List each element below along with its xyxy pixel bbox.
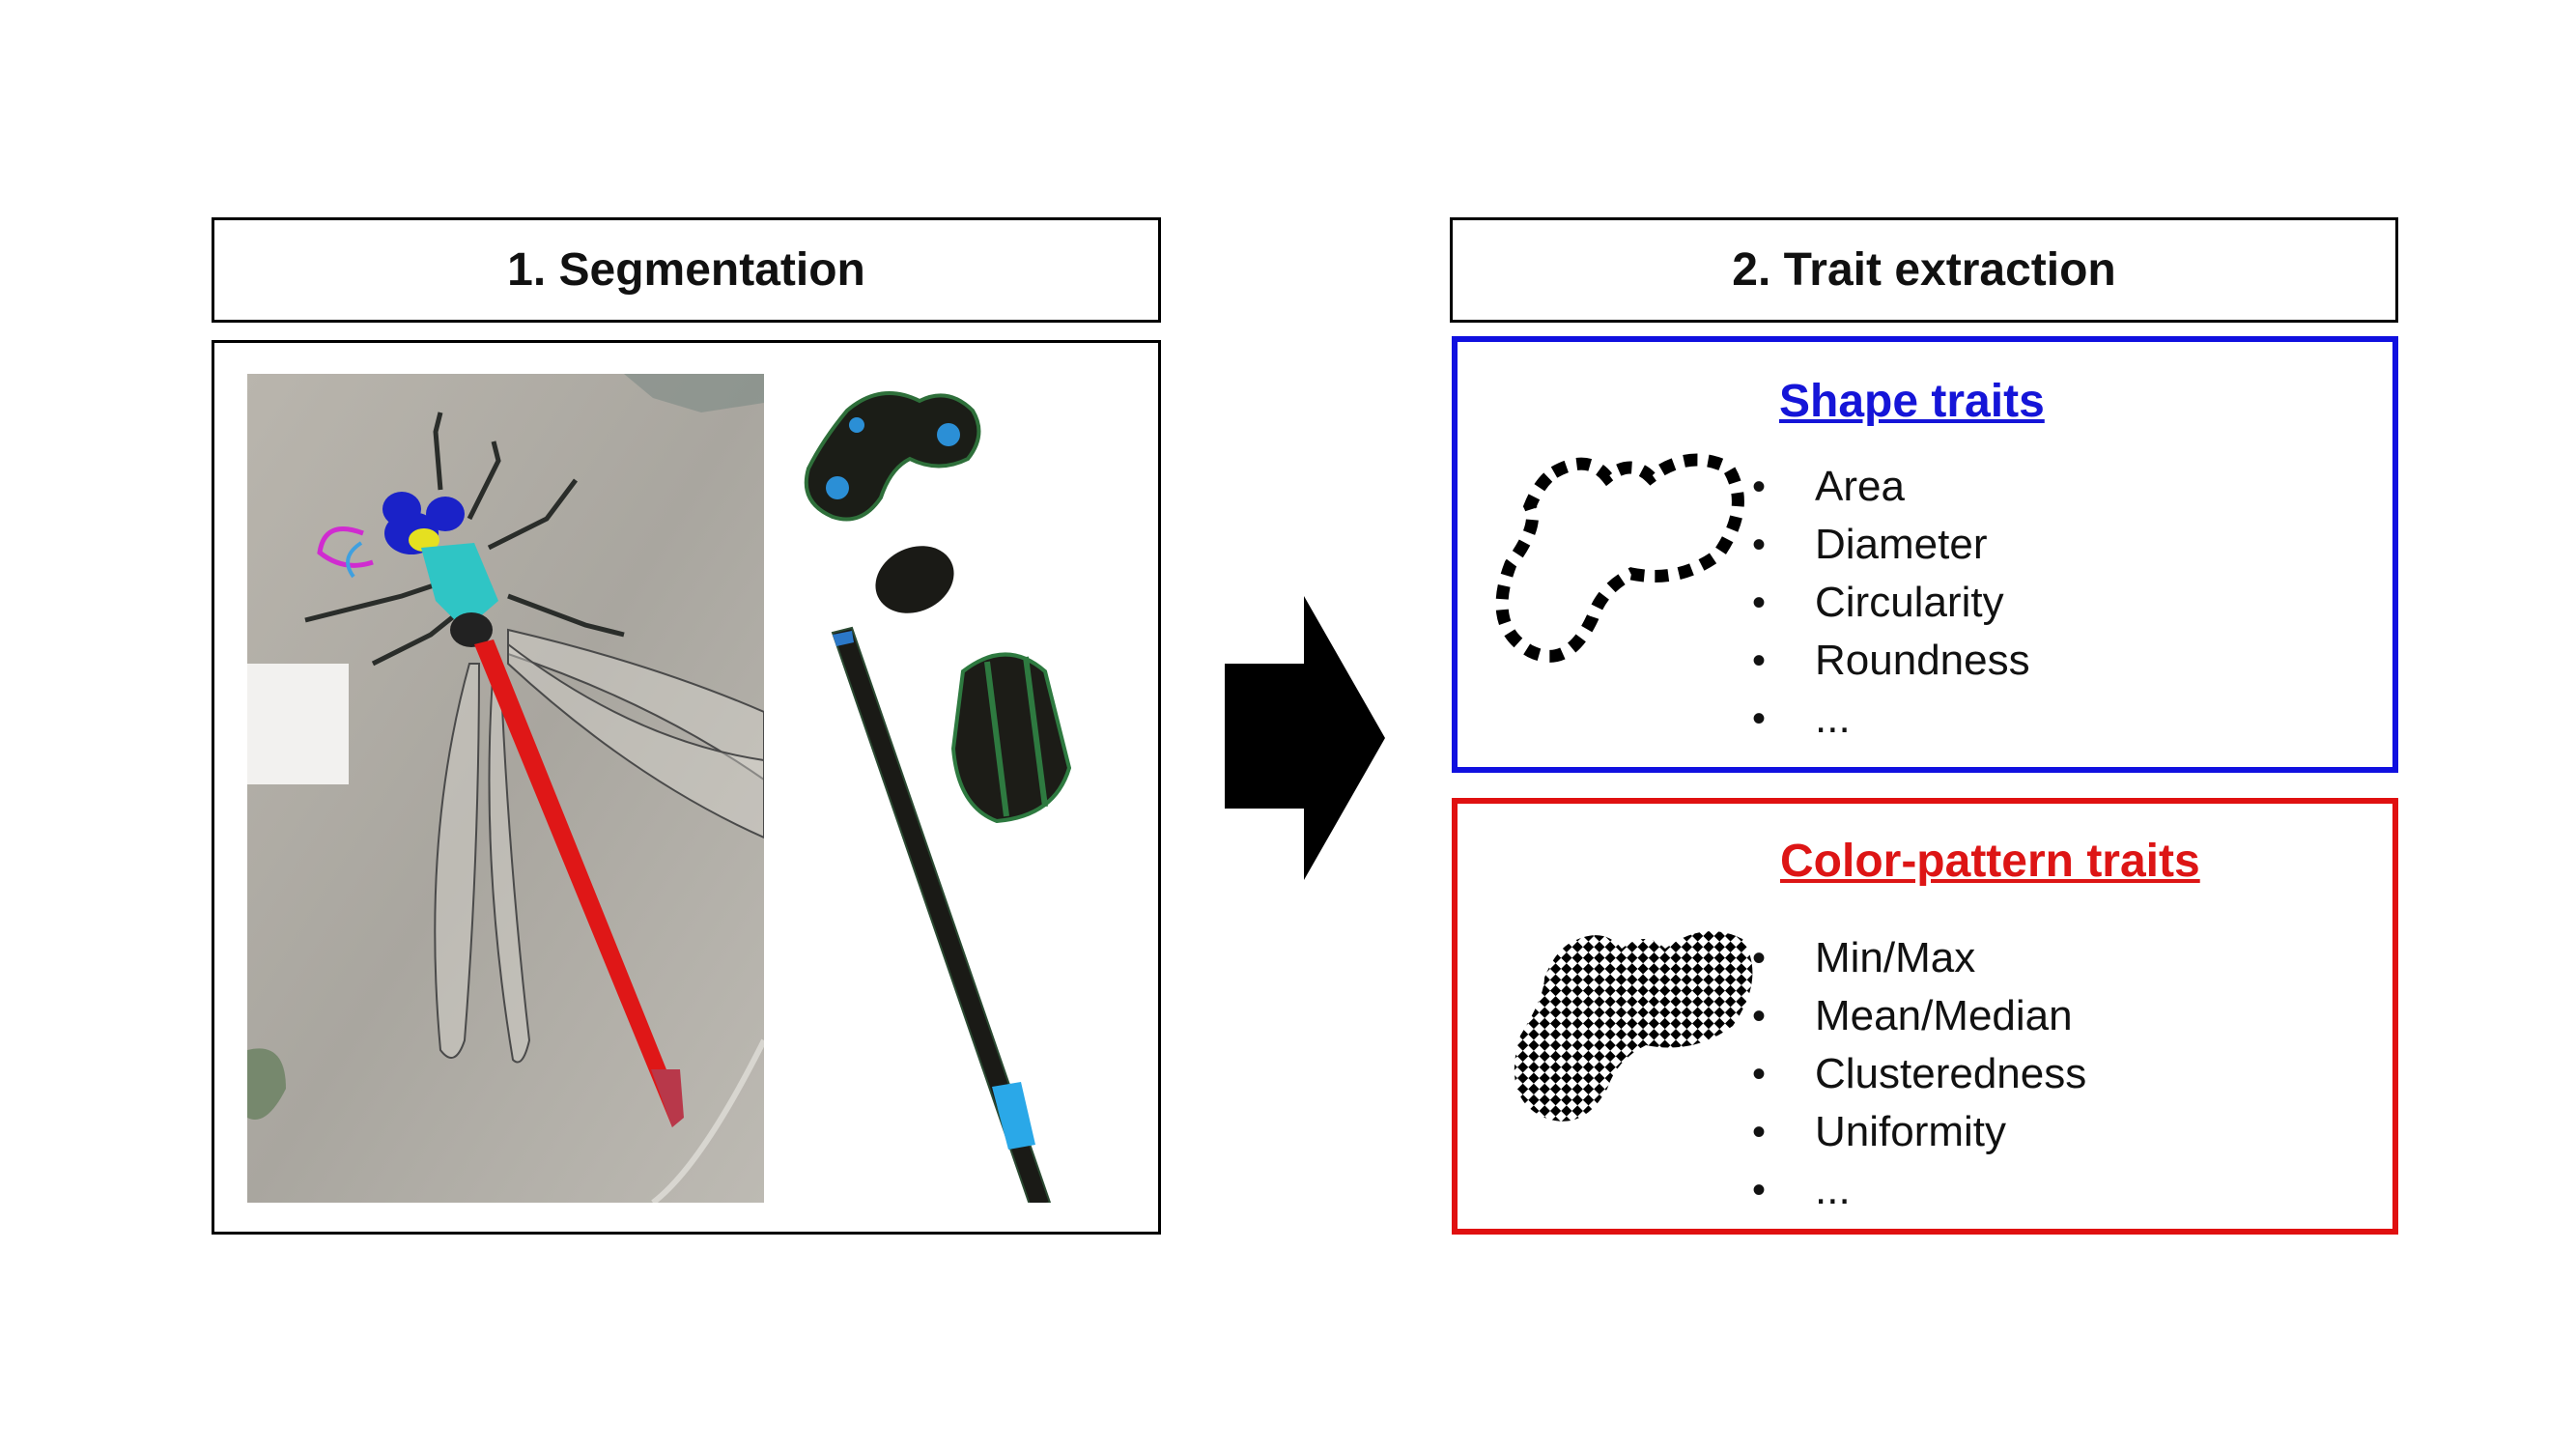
checkerboard-shape-icon bbox=[1514, 931, 1753, 1122]
color-pattern-traits-box: Color-pattern traits • Min/Max • Mean/Medi… bbox=[1452, 798, 2398, 1235]
shape-trait-label: ... bbox=[1815, 695, 1851, 742]
list-item: • Clusteredness bbox=[1752, 1045, 2087, 1103]
color-trait-label: Clusteredness bbox=[1815, 1050, 2087, 1097]
segmented-body-parts bbox=[804, 391, 1072, 1203]
shape-traits-title: Shape traits bbox=[1779, 376, 2045, 427]
list-item: • Uniformity bbox=[1752, 1103, 2086, 1161]
segmentation-header: 1. Segmentation bbox=[212, 217, 1161, 323]
list-item: • Diameter bbox=[1752, 516, 2030, 574]
bullet-icon: • bbox=[1752, 582, 1767, 624]
bullet-icon: • bbox=[1752, 524, 1767, 566]
right-arrow-icon bbox=[1225, 596, 1385, 880]
trait-extraction-header: 2. Trait extraction bbox=[1450, 217, 2398, 323]
bullet-icon: • bbox=[1752, 937, 1767, 980]
bullet-icon: • bbox=[1752, 1111, 1767, 1153]
list-item: • Mean/Median bbox=[1752, 987, 2086, 1045]
shape-trait-label: Roundness bbox=[1815, 637, 2030, 684]
trait-extraction-header-label: 2. Trait extraction bbox=[1732, 244, 2116, 296]
color-pattern-traits-title: Color-pattern traits bbox=[1780, 836, 2200, 887]
list-item: • Circularity bbox=[1752, 574, 2030, 632]
bullet-icon: • bbox=[1752, 1053, 1767, 1095]
bullet-icon: • bbox=[1752, 697, 1767, 740]
segmentation-header-label: 1. Segmentation bbox=[507, 244, 865, 296]
dragonfly-segmentation-photo bbox=[247, 374, 764, 1203]
color-trait-label: ... bbox=[1815, 1166, 1851, 1213]
bullet-icon: • bbox=[1752, 1169, 1767, 1211]
shape-trait-label: Diameter bbox=[1815, 521, 1988, 568]
bullet-icon: • bbox=[1752, 466, 1767, 508]
bullet-icon: • bbox=[1752, 995, 1767, 1037]
shape-trait-label: Area bbox=[1815, 463, 1905, 510]
list-item: •... bbox=[1752, 690, 2030, 748]
segmentation-panel bbox=[212, 340, 1161, 1235]
shape-traits-list: •Area •Diameter •Circularity •Roundness … bbox=[1752, 458, 2030, 748]
color-pattern-traits-list: • Min/Max • Mean/Median • Clusteredness • Un… bbox=[1752, 929, 2087, 1219]
color-trait-label: Min/Max bbox=[1815, 934, 1976, 981]
bullet-icon: • bbox=[1752, 639, 1767, 682]
list-item: • Roundness bbox=[1752, 632, 2030, 690]
shape-trait-label: Circularity bbox=[1815, 579, 2004, 626]
list-item: • Area bbox=[1752, 458, 2030, 516]
shape-traits-box: Shape traits • Area • Diameter • Circularit… bbox=[1452, 336, 2398, 773]
color-trait-label: Mean/Median bbox=[1815, 992, 2073, 1039]
dotted-outline-icon bbox=[1495, 453, 1744, 663]
list-item: • Min/Max bbox=[1752, 929, 2086, 987]
color-trait-label: Uniformity bbox=[1815, 1108, 2007, 1155]
list-item: •... bbox=[1752, 1161, 2086, 1219]
